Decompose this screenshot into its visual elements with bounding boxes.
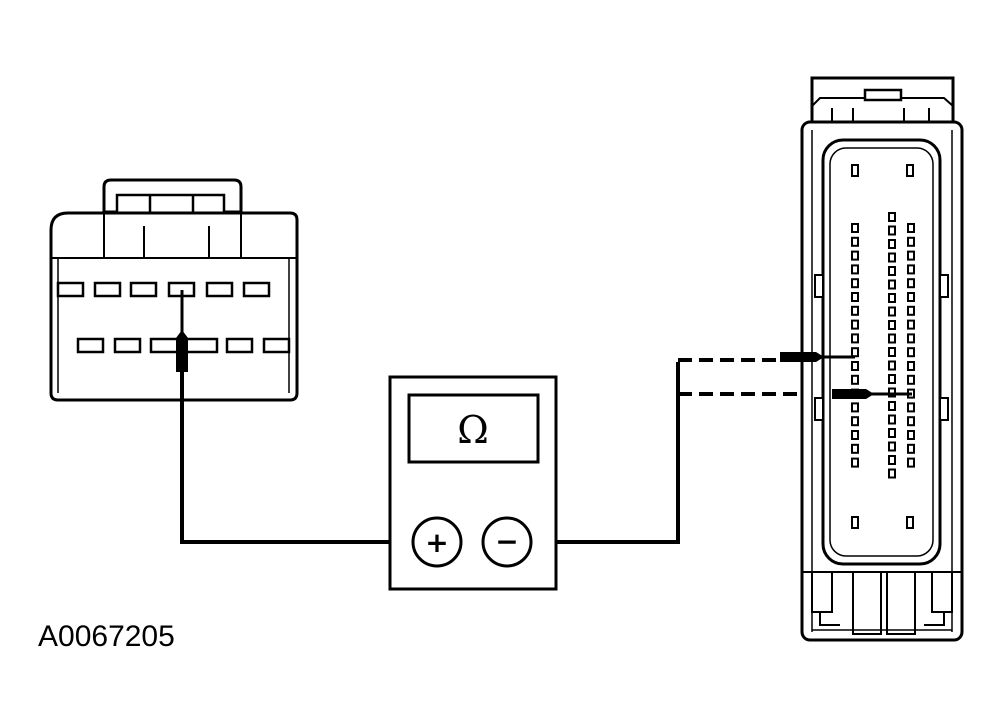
module-pin	[907, 250, 915, 261]
ohm-symbol: Ω	[457, 408, 489, 452]
connector-pin	[242, 281, 271, 298]
positive-symbol: +	[425, 526, 448, 559]
probe-module-lower	[832, 389, 912, 399]
module-pin	[851, 319, 859, 330]
module-pin-large	[906, 164, 914, 177]
module-pin	[888, 441, 896, 452]
module-pin	[888, 401, 896, 411]
module-pin	[851, 402, 859, 413]
connector-pin	[93, 281, 122, 298]
module-pin	[851, 305, 859, 316]
module-pin	[888, 374, 896, 384]
connector-pin	[225, 337, 254, 354]
module-pin	[907, 305, 915, 316]
module-pin	[851, 443, 859, 454]
ohmmeter: Ω + −	[388, 375, 558, 591]
module-pin	[851, 223, 859, 233]
module-pin	[888, 212, 896, 222]
negative-terminal	[481, 516, 533, 568]
module-pin-large	[851, 516, 859, 529]
module-pin	[851, 333, 859, 344]
module-pin	[888, 333, 896, 344]
connector-pin	[113, 337, 142, 354]
module-pin	[907, 416, 915, 427]
module-pin	[907, 319, 915, 330]
module-pin	[851, 347, 859, 358]
module-latch	[810, 76, 955, 127]
module-pin	[907, 223, 915, 233]
module-pin	[888, 455, 896, 465]
module-pin	[851, 430, 859, 440]
connector-body	[49, 211, 299, 402]
module-pin	[907, 430, 915, 440]
module-pin	[907, 278, 915, 289]
positive-terminal	[411, 516, 463, 568]
module-pin-large	[851, 164, 859, 177]
module-pin	[907, 264, 915, 275]
module-pin	[888, 360, 896, 371]
module-pin	[851, 292, 859, 302]
connector-pin	[205, 281, 234, 298]
module-pin	[888, 414, 896, 425]
module-pin	[888, 306, 896, 317]
module-pin	[888, 468, 896, 479]
module-pin	[888, 279, 896, 290]
module-pin	[907, 333, 915, 344]
module-pins	[851, 164, 915, 529]
module-pin	[851, 278, 859, 289]
module-pin	[851, 250, 859, 261]
module-pin	[851, 374, 859, 385]
module-pin	[907, 236, 915, 247]
module-connector	[800, 76, 964, 642]
module-pin	[851, 264, 859, 275]
module-pin-large	[906, 516, 914, 529]
meter-display	[407, 393, 540, 464]
module-pin	[907, 374, 915, 385]
harness-connector	[49, 178, 299, 402]
module-pin	[888, 252, 896, 263]
module-pin	[907, 457, 915, 468]
module-pin	[907, 347, 915, 358]
connector-pin	[129, 281, 158, 298]
module-pin	[907, 292, 915, 302]
test-leads	[180, 362, 680, 544]
module-pin	[907, 443, 915, 454]
module-pin	[888, 266, 896, 276]
module-pin	[888, 293, 896, 303]
figure-reference-number: A0067205	[38, 620, 175, 653]
connector-pin	[262, 337, 291, 354]
module-pin	[851, 361, 859, 371]
module-pin	[888, 428, 896, 438]
module-pin	[907, 361, 915, 371]
module-pin	[851, 457, 859, 468]
probe-left	[176, 290, 188, 372]
module-pin	[888, 239, 896, 249]
module-pin	[851, 416, 859, 427]
module-pin	[888, 320, 896, 330]
connector-pin	[56, 281, 85, 298]
module-pin	[888, 347, 896, 357]
probe-module-upper	[780, 352, 855, 362]
module-pin	[888, 225, 896, 236]
negative-symbol: −	[495, 525, 518, 558]
connector-pin	[76, 337, 105, 354]
module-pin	[907, 402, 915, 413]
negative-lead	[530, 362, 680, 544]
positive-lead	[180, 372, 414, 544]
module-pin	[851, 236, 859, 247]
